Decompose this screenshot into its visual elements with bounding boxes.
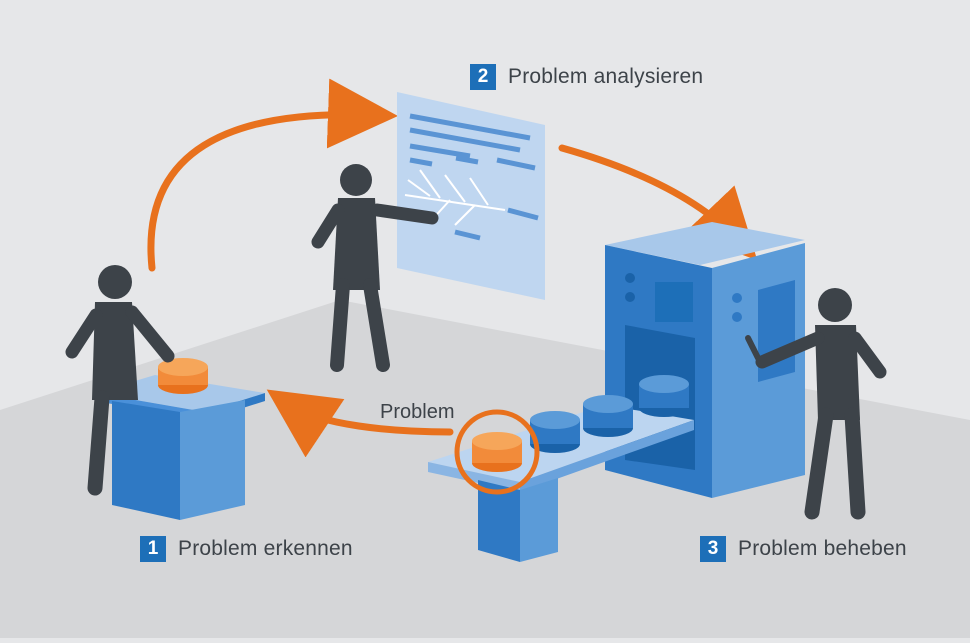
step-3-text: Problem beheben <box>738 537 907 560</box>
arrow-1-to-2 <box>147 78 398 272</box>
part-on-conveyor <box>583 395 633 437</box>
step-1-number: 1 <box>140 536 166 562</box>
part-on-conveyor <box>639 375 689 417</box>
step-2-text: Problem analysieren <box>508 65 704 88</box>
person-presenting-icon <box>311 164 439 372</box>
person-inspecting-icon <box>65 265 175 496</box>
wrench-icon <box>745 335 761 361</box>
problem-callout: Problem <box>380 401 455 423</box>
defective-part-highlight <box>454 409 540 495</box>
step-3-label: 3 Problem beheben <box>700 536 907 562</box>
step-2-label: 2 Problem analysieren <box>470 64 703 90</box>
step-2-number: 2 <box>470 64 496 90</box>
board-text-lines <box>409 113 539 241</box>
step-1-label: 1 Problem erkennen <box>140 536 353 562</box>
fishbone-chart-icon <box>404 169 506 226</box>
person-with-wrench-icon <box>745 288 887 520</box>
part-on-conveyor <box>530 411 580 453</box>
step-3-number: 3 <box>700 536 726 562</box>
analysis-board <box>397 92 545 300</box>
arrow-3-to-1 <box>266 389 454 458</box>
defective-part-icon <box>158 358 208 394</box>
step-1-text: Problem erkennen <box>178 537 353 560</box>
